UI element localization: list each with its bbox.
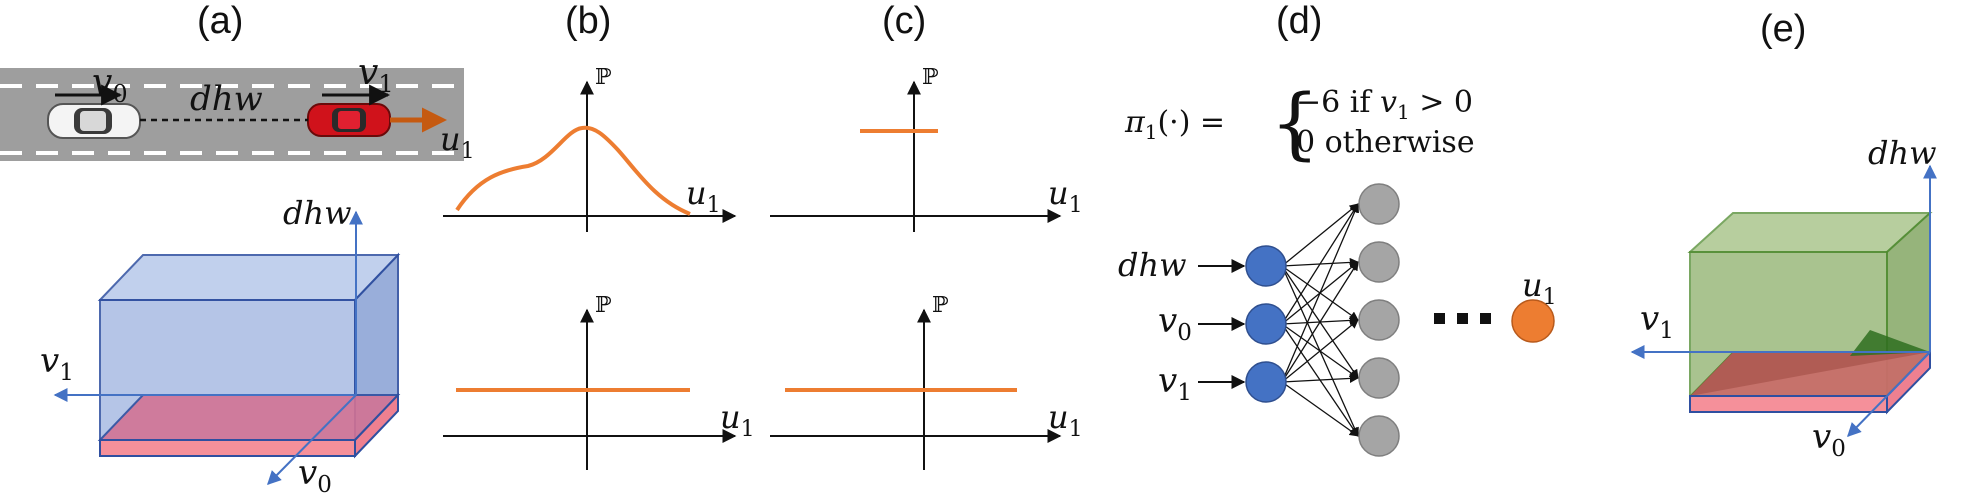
panel-a: dhw v0 v1 u1 dhw v1 v0	[0, 52, 475, 498]
safe-region-slab	[97, 392, 401, 459]
e-v0-axis-label: v0	[1812, 417, 1846, 462]
input-label-v0: v0	[1158, 301, 1192, 346]
input-node-dhw	[1245, 245, 1287, 287]
hidden-node	[1358, 241, 1400, 283]
panel-label-e: (e)	[1760, 8, 1807, 50]
input-node-v1	[1245, 361, 1287, 403]
lead-car-icon	[307, 103, 391, 137]
panel-label-b: (b)	[565, 0, 612, 42]
hidden-node	[1358, 415, 1400, 457]
panel-d: π1(·) = { −6 if v1 > 0 0 otherwise dhw	[1118, 79, 1557, 457]
b-top-x-label: u1	[686, 174, 721, 218]
panel-label-d: (d)	[1276, 0, 1323, 42]
e-v1-axis-label: v1	[1640, 299, 1674, 344]
ego-car-icon	[47, 103, 141, 139]
input-label-dhw: dhw	[1118, 246, 1186, 284]
panel-label-a: (a)	[197, 0, 244, 42]
c-top-y-label: ℙ	[922, 65, 939, 90]
output-node-u1	[1511, 299, 1555, 343]
v0-axis-label: v0	[298, 453, 332, 498]
output-label-u1: u1	[1522, 266, 1557, 310]
e-dhw-axis-label: dhw	[1868, 134, 1936, 172]
b-top-y-label: ℙ	[595, 65, 612, 90]
pink-region-slab	[1688, 330, 1932, 415]
panel-c: ℙ u1 ℙ u1	[770, 65, 1083, 470]
policy-brace: {	[1270, 79, 1320, 169]
network-edges	[1281, 203, 1359, 437]
hidden-node	[1358, 357, 1400, 399]
v1-axis-label: v1	[40, 341, 74, 386]
hidden-node	[1358, 183, 1400, 225]
ellipsis-dots	[1434, 313, 1491, 324]
b-top-density-curve	[455, 125, 691, 216]
headway-label: dhw	[190, 79, 263, 119]
panel-label-c: (c)	[882, 0, 927, 42]
policy-lhs: π1(·) =	[1124, 105, 1225, 144]
v1-label: v1	[358, 52, 394, 98]
u1-label: u1	[440, 120, 475, 164]
policy-case-1: −6 if v1 > 0	[1296, 85, 1473, 124]
b-bottom-y-label: ℙ	[595, 293, 612, 318]
b-bottom-x-label: u1	[720, 398, 755, 442]
v0-label: v0	[92, 62, 128, 108]
e-v0-axis	[1847, 351, 1931, 438]
dhw-axis-label: dhw	[283, 194, 351, 232]
c-top-x-label: u1	[1048, 174, 1083, 218]
hidden-node	[1358, 299, 1400, 341]
policy-case-2: 0 otherwise	[1296, 125, 1475, 160]
panel-e: dhw v1 v0	[1630, 134, 1937, 462]
input-node-v0	[1245, 303, 1287, 345]
v0-axis	[267, 394, 357, 485]
c-bottom-y-label: ℙ	[932, 293, 949, 318]
input-label-v1: v1	[1158, 361, 1192, 406]
c-bottom-x-label: u1	[1048, 398, 1083, 442]
panel-b: ℙ u1 ℙ u1	[443, 65, 755, 470]
